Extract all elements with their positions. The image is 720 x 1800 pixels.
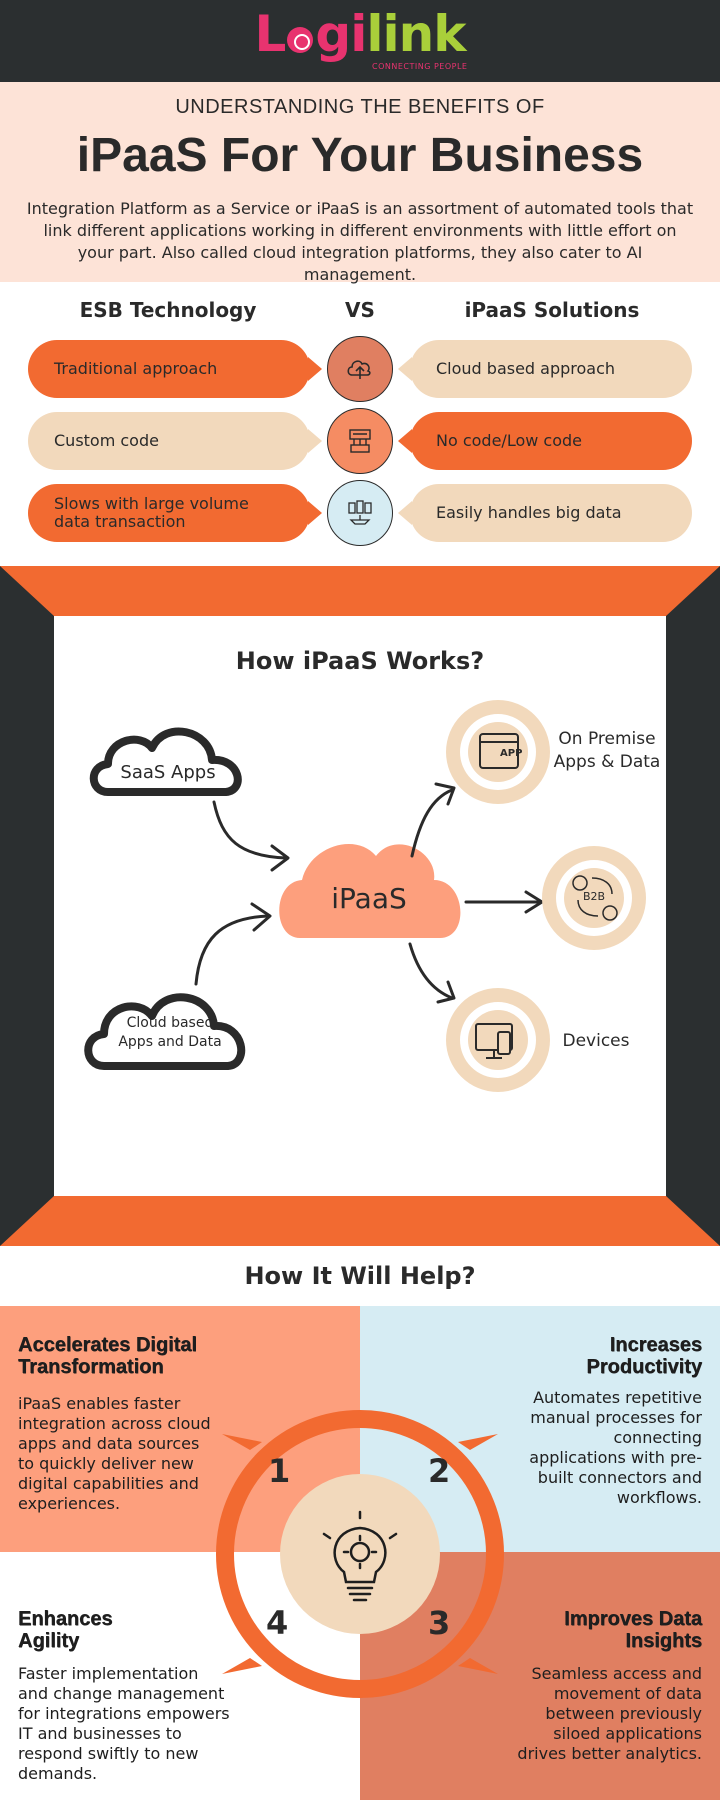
arrow-saas-to-ipaas [212, 800, 288, 860]
cloud-apps-shape [84, 993, 246, 1070]
pill-label: Easily handles big data [436, 503, 622, 522]
devices-icon [475, 1023, 513, 1059]
pill-label: No code/Low code [436, 431, 582, 450]
benefit-number-3: 3 [428, 1604, 451, 1642]
app-window-icon [479, 733, 519, 769]
help-title: How It Will Help? [244, 1262, 476, 1290]
benefits-ring [216, 1410, 504, 1698]
chain-link-icon [287, 27, 314, 53]
ipaas-item-no-code: No code/Low code [398, 412, 692, 470]
intro-description: Integration Platform as a Service or iPa… [26, 199, 694, 284]
benefit-4-text: Faster implementation and change managem… [18, 1664, 230, 1783]
b2b-icon [572, 875, 618, 921]
cloud-apps-label: Cloud based Apps and Data [118, 1015, 222, 1050]
works-title: How iPaaS Works? [235, 647, 485, 675]
esb-item-slow: Slows with large volume data transaction [28, 484, 322, 542]
benefit-3-title: Improves Data Insights [564, 1608, 702, 1652]
logo-letters-link: link [366, 5, 466, 63]
benefit-2-title: Increases Productivity [586, 1334, 702, 1378]
cloud-upload-icon [327, 336, 393, 402]
arrow-ipaas-to-premise [410, 788, 454, 858]
devices-label: Devices [562, 1031, 630, 1051]
ipaas-center-label: iPaaS [331, 882, 407, 915]
pill-label: Traditional approach [54, 359, 218, 378]
benefit-1-text: iPaaS enables faster integration across … [18, 1394, 211, 1513]
arrow-ipaas-to-devices [408, 942, 454, 1000]
saas-apps-label: SaaS Apps [120, 762, 216, 783]
benefit-number-2: 2 [428, 1452, 451, 1490]
code-board-icon [327, 408, 393, 474]
database-icon [327, 480, 393, 546]
saas-cloud-shape [89, 727, 242, 796]
esb-item-custom-code: Custom code [28, 412, 322, 470]
lightbulb-center-circle [280, 1474, 440, 1634]
pill-label: Custom code [54, 431, 159, 450]
b2b-badge: B2B [583, 890, 606, 903]
works-diagram [84, 700, 646, 1092]
page-title: iPaaS For Your Business [76, 129, 644, 182]
on-premise-label: On Premise Apps & Data [553, 729, 661, 772]
benefit-2-text: Automates repetitive manual processes fo… [529, 1388, 702, 1507]
database-icon-svg [348, 500, 372, 525]
intro-kicker: UNDERSTANDING THE BENEFITS OF [175, 96, 545, 118]
esb-header: ESB Technology [79, 298, 257, 322]
benefit-3-text: Seamless access and movement of data bet… [517, 1664, 702, 1763]
logo-tagline: CONNECTING PEOPLE [372, 62, 468, 71]
benefit-number-4: 4 [266, 1604, 289, 1642]
benefit-4-title: Enhances Agility [18, 1608, 113, 1652]
benefit-1-title: Accelerates Digital Transformation [18, 1334, 197, 1378]
code-board-icon-svg [349, 429, 371, 453]
ipaas-item-big-data: Easily handles big data [398, 484, 692, 542]
arrow-cloud-to-ipaas [194, 914, 270, 986]
cloud-upload-icon-svg [347, 360, 371, 379]
ipaas-header: iPaaS Solutions [464, 298, 640, 322]
pill-label: Cloud based approach [436, 359, 616, 378]
esb-item-traditional: Traditional approach [28, 340, 322, 398]
vs-label: VS [345, 298, 375, 322]
benefit-number-1: 1 [268, 1452, 291, 1490]
lightbulb-gear-icon [322, 1510, 398, 1602]
pill-label: Slows with large volume data transaction [54, 494, 249, 531]
ipaas-item-cloud: Cloud based approach [398, 340, 692, 398]
logo-letters-gi: gi [315, 5, 367, 63]
intro-section: UNDERSTANDING THE BENEFITS OF iPaaS For … [0, 82, 720, 284]
app-badge: APP [500, 748, 523, 759]
logo-letter-l: L [254, 5, 287, 63]
ipaas-cloud-shape [279, 843, 461, 938]
